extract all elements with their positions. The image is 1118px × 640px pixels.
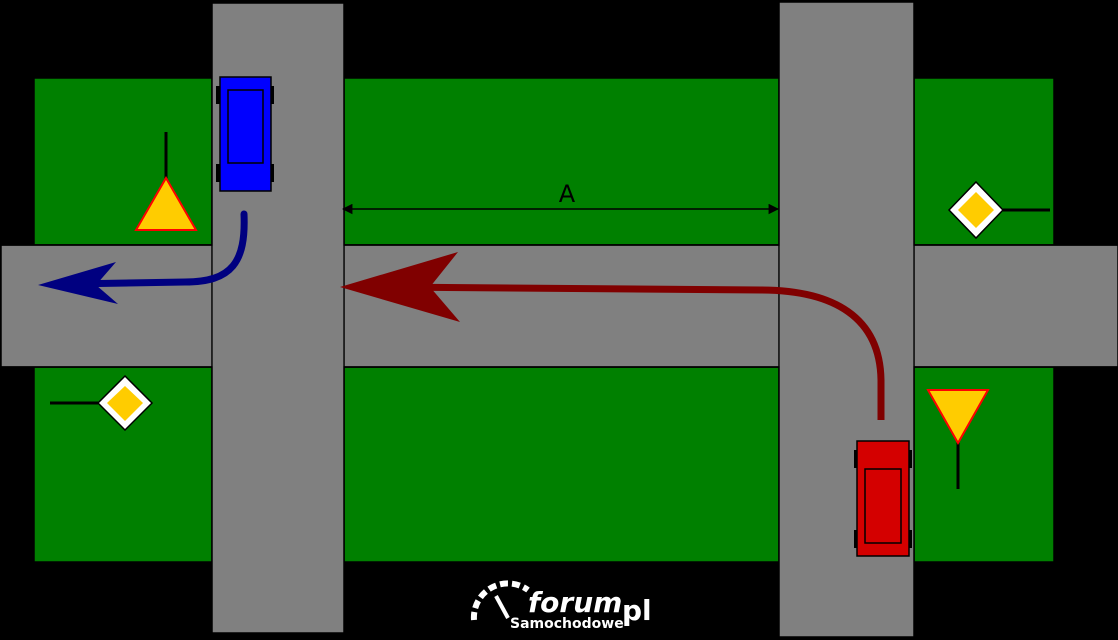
intersection-right [779,245,914,367]
priority-road-sign-bottom-left [50,374,154,432]
speedometer-icon [470,580,530,621]
red-car [854,440,912,557]
priority-road-sign-top-right [947,180,1050,240]
distance-marker-a: A [341,180,780,215]
blue-car-path [38,210,248,304]
watermark-brand: forum [528,586,622,619]
watermark-logo: forum pl Samochodowe [470,580,652,632]
grass-bottom-middle [343,366,780,563]
road-edges [1,244,1118,368]
blue-path-arrowhead [38,262,118,304]
red-car-path [340,252,885,420]
road-horizontal [0,244,1118,368]
grass-top-middle [343,77,780,246]
yield-sign [926,389,990,489]
watermark-subtitle: Samochodowe [510,616,624,632]
red-path-arrowhead [340,252,460,322]
distance-label: A [559,180,576,208]
watermark-suffix: pl [622,594,652,627]
warning-triangle-sign [134,132,198,231]
blue-car [216,76,274,192]
